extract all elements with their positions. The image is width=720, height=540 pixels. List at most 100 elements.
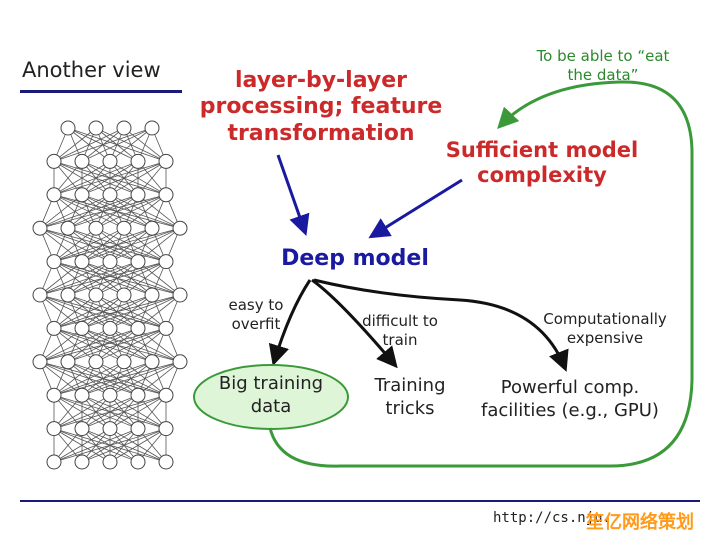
network-connection (39, 328, 111, 363)
network-node (130, 454, 146, 470)
network-connection (39, 194, 111, 229)
network-node (144, 120, 160, 136)
arrow-deep-model-to-gpu (313, 278, 569, 372)
network-connection (95, 328, 167, 363)
network-connection (137, 227, 181, 262)
network-connection (53, 428, 111, 463)
network-node (88, 287, 104, 303)
section-title: Another view (22, 58, 161, 82)
network-connection (109, 161, 167, 196)
network-node (130, 387, 146, 403)
network-node (158, 187, 174, 203)
network-connection (123, 328, 167, 363)
network-connection (81, 294, 181, 329)
network-node (116, 287, 132, 303)
network-connection (123, 194, 167, 229)
network-node (46, 254, 62, 270)
network-node (116, 120, 132, 136)
network-connection (53, 428, 139, 463)
network-connection (53, 227, 181, 262)
network-connection (67, 194, 167, 229)
deep-model-label: Deep model (281, 246, 429, 271)
network-node (116, 354, 132, 370)
network-connection (53, 428, 167, 463)
network-node (74, 421, 90, 437)
network-connection (109, 394, 167, 429)
network-node (46, 153, 62, 169)
network-node (158, 454, 174, 470)
network-connection (53, 361, 125, 396)
training-tricks-label: Training tricks (374, 375, 446, 419)
network-node (144, 354, 160, 370)
network-connection (53, 227, 125, 262)
network-node (74, 254, 90, 270)
arrow-deep-model-to-big-data (268, 279, 312, 367)
network-node (102, 254, 118, 270)
network-connection (39, 328, 167, 363)
network-node (102, 320, 118, 336)
network-connection (53, 361, 97, 396)
footer-url: http://cs.nju. (493, 510, 612, 526)
network-node (158, 254, 174, 270)
title-underline (20, 90, 182, 93)
network-node (172, 287, 188, 303)
network-connection (67, 261, 167, 296)
network-node (130, 320, 146, 336)
network-connection (109, 428, 167, 463)
network-node (144, 287, 160, 303)
network-connection (53, 294, 181, 329)
network-connection (39, 194, 139, 229)
network-node (32, 287, 48, 303)
network-connection (39, 194, 83, 229)
network-connection (39, 261, 139, 296)
network-node (88, 354, 104, 370)
computationally-expensive-label: Computationally expensive (543, 310, 667, 347)
network-node (102, 421, 118, 437)
network-node (46, 454, 62, 470)
big-training-data-label: Big training data (218, 373, 324, 417)
network-node (172, 220, 188, 236)
network-connection (53, 161, 167, 196)
network-node (116, 220, 132, 236)
network-connection (53, 127, 125, 162)
network-connection (81, 227, 181, 262)
network-connection (53, 127, 153, 162)
network-connection (81, 161, 167, 196)
network-connection (81, 361, 181, 396)
network-connection (53, 227, 153, 262)
network-connection (123, 261, 167, 296)
network-node (32, 354, 48, 370)
network-node (158, 320, 174, 336)
network-connection (81, 394, 167, 429)
processing-label: layer-by-layer processing; feature trans… (199, 68, 443, 146)
network-connection (53, 294, 97, 329)
network-node (46, 421, 62, 437)
network-connection (39, 261, 167, 296)
watermark-text: 笙亿网络策划 (586, 512, 694, 533)
network-node (158, 387, 174, 403)
network-node (46, 187, 62, 203)
network-node (102, 153, 118, 169)
network-connection (95, 194, 167, 229)
network-node (60, 287, 76, 303)
neural-network-illustration (32, 120, 188, 470)
network-connection (53, 394, 111, 429)
footer-rule (20, 500, 700, 502)
network-connection (39, 261, 111, 296)
network-connection (39, 328, 139, 363)
network-node (74, 387, 90, 403)
network-connection (109, 127, 153, 162)
network-node (130, 254, 146, 270)
network-node (102, 387, 118, 403)
network-connection (137, 361, 181, 396)
network-connection (53, 294, 125, 329)
network-node (172, 354, 188, 370)
network-node (130, 421, 146, 437)
network-node (88, 220, 104, 236)
network-connection (109, 361, 181, 396)
network-node (74, 454, 90, 470)
network-node (46, 387, 62, 403)
arrow-processing-to-deep-model (276, 154, 310, 236)
network-connection (53, 361, 181, 396)
network-connection (109, 294, 181, 329)
